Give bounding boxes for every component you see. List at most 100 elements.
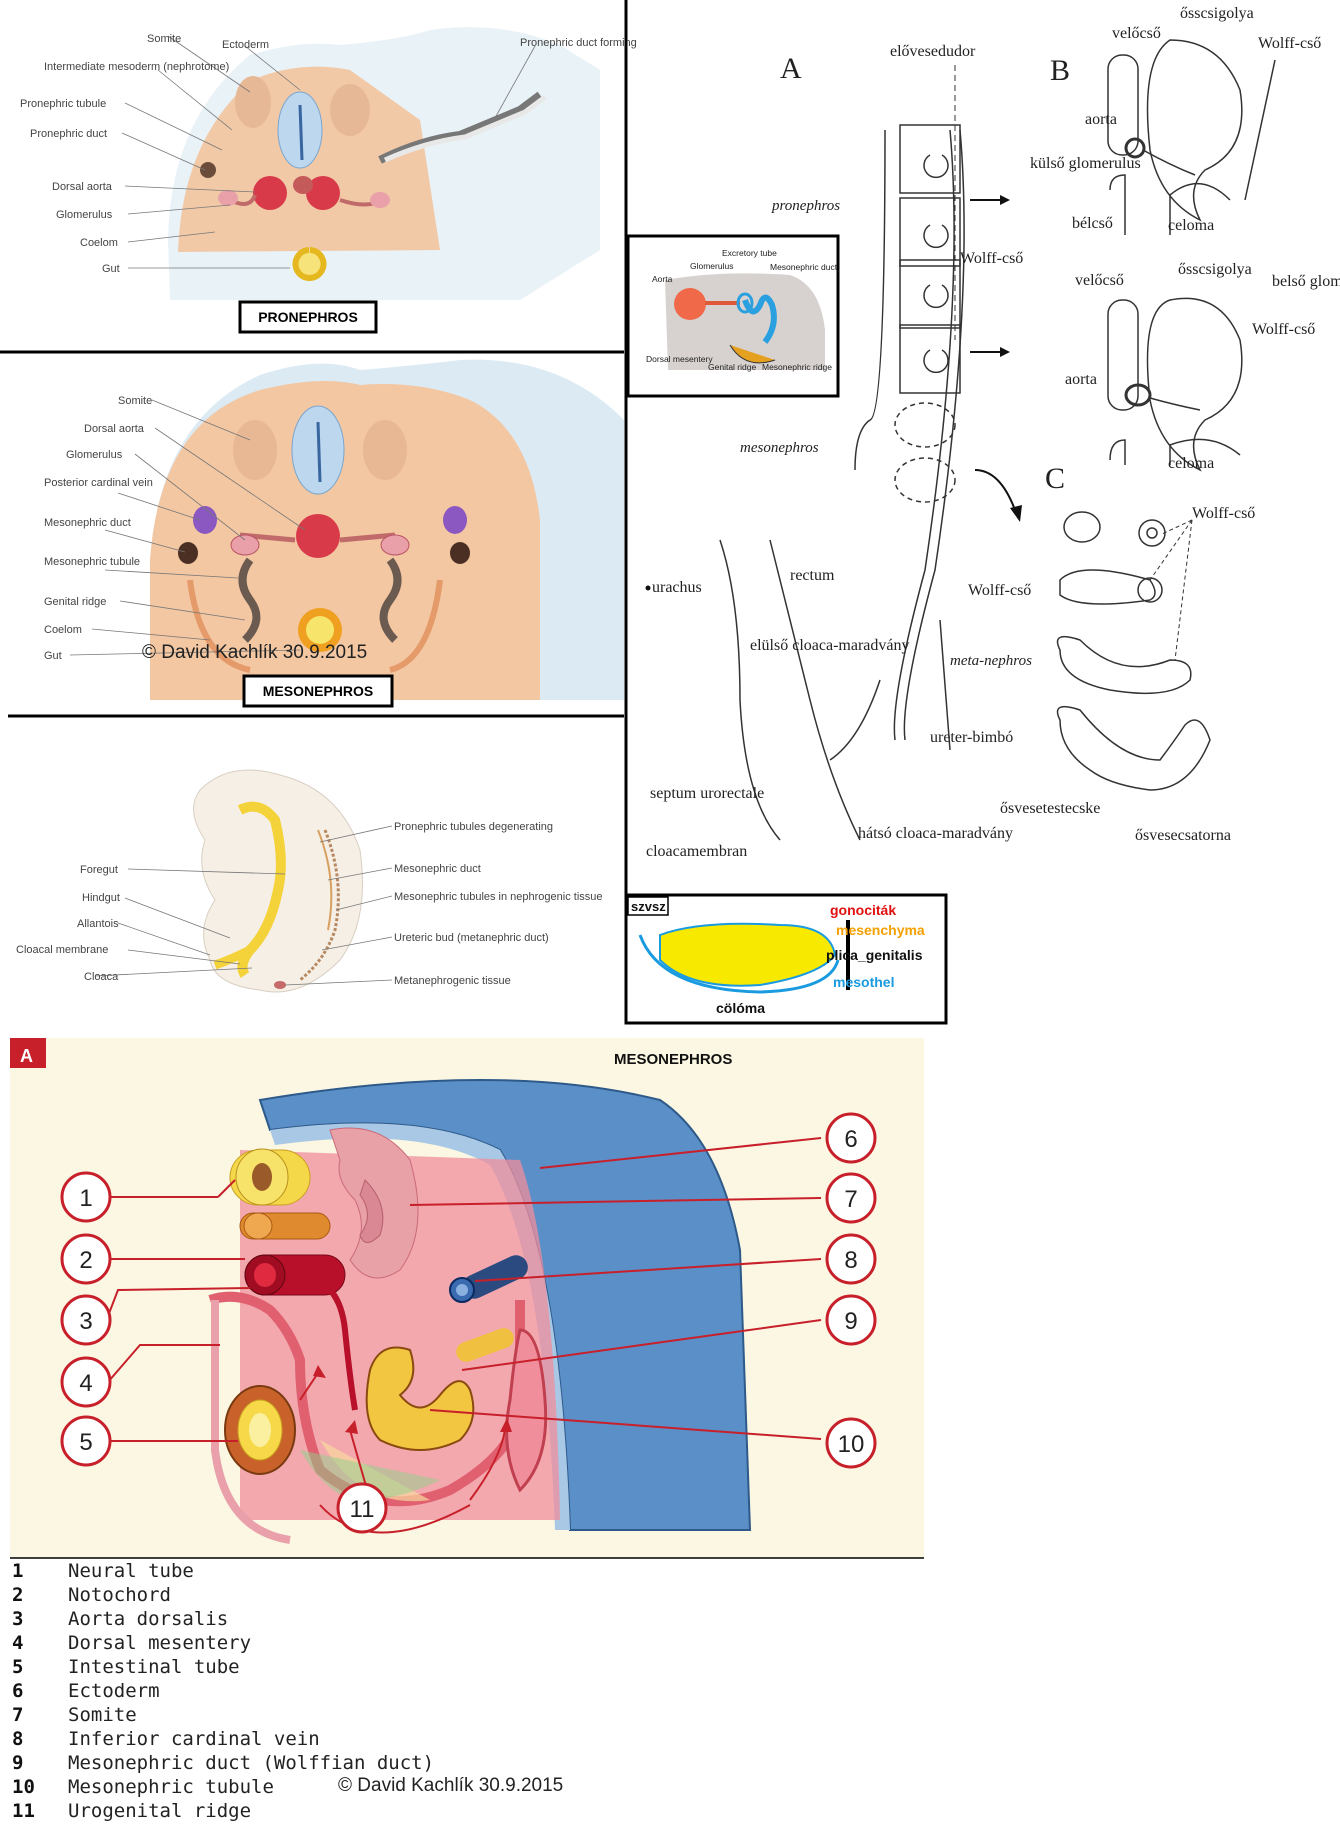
key-text-8: Inferior cardinal vein [68,1728,320,1750]
callout-5: 5 [79,1429,92,1456]
key-num-8: 8 [12,1728,23,1750]
hu-label-wolff-1: Wolff-cső [960,250,1023,267]
key-list: 1 Neural tube 2 Notochord 3 Aorta dorsal… [12,1560,563,1822]
hu-b2-belso-glomerulus: belső glomerulus [1272,273,1340,290]
callout-10: 10 [838,1431,865,1458]
pro-label-glomerulus: Glomerulus [56,209,113,221]
callout-9: 9 [844,1308,857,1335]
legend-mesenchyma: mesenchyma [836,922,925,938]
key-text-7: Somite [68,1704,137,1726]
callout-8: 8 [844,1247,857,1274]
pro-label-ectoderm: Ectoderm [222,39,269,51]
hu-letter-c: C [1045,462,1065,495]
hu-b-wolff: Wolff-cső [1258,35,1321,52]
pro-label-gut: Gut [102,263,120,275]
inset-label-mesonephric-ridge: Mesonephric ridge [762,362,832,372]
inset-label-excretory: Excretory tube [722,248,777,258]
hu-b2-wolff: Wolff-cső [1252,321,1315,338]
key-num-5: 5 [12,1656,23,1678]
hu-label-urachus: urachus [652,579,702,596]
mesonephros-title: MESONEPHROS [263,683,373,699]
hu-label-rectum: rectum [790,567,835,584]
hu-label-wolff-2: Wolff-cső [968,582,1031,599]
key-num-6: 6 [12,1680,23,1702]
meso-label-duct: Mesonephric duct [44,517,131,529]
hu-label-hatso-cloaca: hátsó cloaca-maradvány [858,825,1013,842]
pro-label-duct-forming: Pronephric duct forming [520,37,637,49]
hu-label-mesonephros: mesonephros [740,440,819,456]
pro-label-aorta: Dorsal aorta [52,181,113,193]
legend-coloma: cölóma [716,1000,765,1016]
mesonephros-panel: Somite Dorsal aorta Glomerulus Posterior… [8,359,624,718]
hungarian-panel: A B C előv [645,5,1340,860]
hu-b-celoma: celoma [1168,217,1214,234]
hu-label-ureter-bimbo: ureter-bimbó [930,729,1013,746]
meso-label-aorta: Dorsal aorta [84,423,145,435]
hu-label-osvesetestecske: ősvesetestecske [1000,800,1100,817]
hu-b2-oscsigolya: ősscsigolya [1178,261,1252,278]
hu-b-velocso: velőcső [1112,25,1161,42]
hu-b2-velocso: velőcső [1075,272,1124,289]
pronephros-panel: Somite Ectoderm Intermediate mesoderm (n… [0,0,637,354]
pronephros-title: PRONEPHROS [258,309,358,325]
legend-mesothel: mesothel [833,974,894,990]
inset-label-glomerulus: Glomerulus [690,261,733,271]
hu-b-belcso: bélcső [1072,215,1113,232]
hu-label-elulso-cloaca: elülső cloaca-maradvány [750,637,909,654]
key-num-1: 1 [12,1560,23,1582]
embryo-panel: Foregut Hindgut Allantois Cloacal membra… [0,718,624,1023]
inset-label-mesonephric-duct: Mesonephric duct [770,262,838,272]
key-num-10: 10 [12,1776,35,1798]
meso-copyright: © David Kachlík 30.9.2015 [142,642,367,663]
pro-label-duct: Pronephric duct [30,128,107,140]
inset-label-dorsal-mesentery: Dorsal mesentery [646,354,713,364]
meso-label-somite: Somite [118,395,152,407]
emb-label-allantois: Allantois [77,918,119,930]
meso-label-coelom: Coelom [44,624,82,636]
hu-label-cloacamembran: cloacamembran [646,843,747,860]
key-text-1: Neural tube [68,1560,194,1582]
hu-label-elovesedudor: elővesedudor [890,43,976,60]
key-text-11: Urogenital ridge [68,1800,251,1822]
hu-letter-a: A [780,52,802,85]
hu-b-aorta: aorta [1085,111,1117,128]
hu-label-osvesecsatorna: ősvesecsatorna [1135,827,1231,844]
meso-label-glomerulus: Glomerulus [66,449,123,461]
callout-11: 11 [350,1496,375,1523]
key-num-3: 3 [12,1608,23,1630]
hu-c-wolff: Wolff-cső [1192,505,1255,522]
callout-7: 7 [844,1186,857,1213]
meso-label-gut: Gut [44,650,62,662]
pro-label-coelom: Coelom [80,237,118,249]
emb-label-metanephrogenic: Metanephrogenic tissue [394,975,511,987]
inset-label-aorta: Aorta [652,274,673,284]
key-text-9: Mesonephric duct (Wolffian duct) [68,1752,434,1774]
emb-label-foregut: Foregut [80,864,118,876]
hu-label-pronephros: pronephros [771,198,840,214]
meso-label-genital-ridge: Genital ridge [44,596,106,608]
legend-box: szvsz gonociták mesenchyma plica_genital… [624,893,948,1025]
callout-2: 2 [79,1247,92,1274]
key-num-2: 2 [12,1584,23,1606]
hu-b2-celoma: celoma [1168,455,1214,472]
callout-6: 6 [844,1126,857,1153]
key-text-4: Dorsal mesentery [68,1632,251,1654]
hu-b2-aorta: aorta [1065,371,1097,388]
hu-label-metanephros: meta-nephros [950,653,1032,669]
meso-label-tubule: Mesonephric tubule [44,556,140,568]
key-text-2: Notochord [68,1584,171,1606]
bottom-tag: A [20,1046,33,1066]
pro-label-somite: Somite [147,33,181,45]
hu-letter-b: B [1050,54,1070,87]
hu-b-kulso-glomerulus: külső glomerulus [1030,155,1141,172]
hu-label-septum: septum urorectale [650,785,764,802]
emb-label-pronephric-deg: Pronephric tubules degenerating [394,821,553,833]
bottom-panel: A MESONEPHROS [10,1038,924,1559]
legend-plica-genitalis: plica_genitalis [826,947,923,963]
pro-label-intermediate: Intermediate mesoderm (nephrotome) [44,61,229,73]
emb-label-ureteric-bud: Ureteric bud (metanephric duct) [394,932,549,944]
key-num-11: 11 [12,1800,35,1822]
inset-panel: Excretory tube Glomerulus Aorta Mesoneph… [626,234,840,398]
key-text-5: Intestinal tube [68,1656,240,1678]
